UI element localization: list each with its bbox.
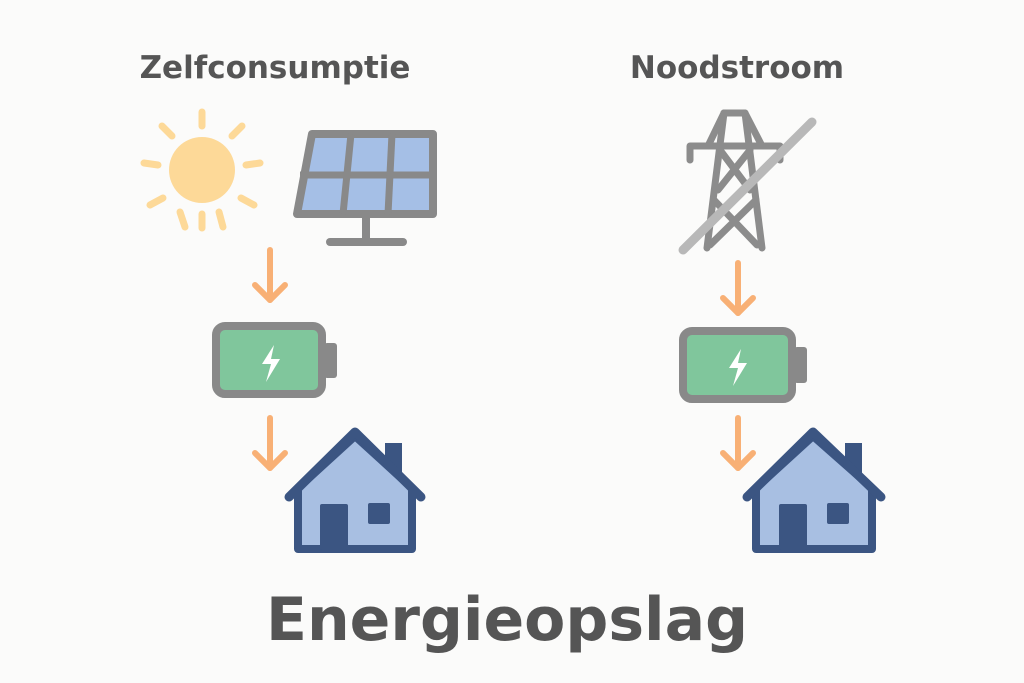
power-pylon-crossed-out-icon xyxy=(678,109,817,255)
arrow-down-icon xyxy=(252,247,288,303)
left-section-title: Zelfconsumptie xyxy=(140,50,411,86)
door xyxy=(320,504,348,550)
window xyxy=(368,503,390,524)
lightning-bolt-icon xyxy=(729,349,747,386)
solar-panel-icon xyxy=(293,130,437,246)
right-section-title: Noodstroom xyxy=(630,50,844,86)
arrow-down-icon xyxy=(720,260,756,316)
window xyxy=(827,503,849,524)
battery-icon xyxy=(212,322,337,398)
arrow-down-icon xyxy=(720,415,756,471)
main-title: Energieopslag xyxy=(266,585,748,655)
lightning-bolt-icon xyxy=(262,345,280,382)
house-icon xyxy=(742,427,886,553)
house-icon xyxy=(284,427,426,553)
sun-icon xyxy=(140,108,264,232)
battery-icon xyxy=(679,327,807,403)
door xyxy=(779,504,807,550)
arrow-down-icon xyxy=(252,415,288,471)
